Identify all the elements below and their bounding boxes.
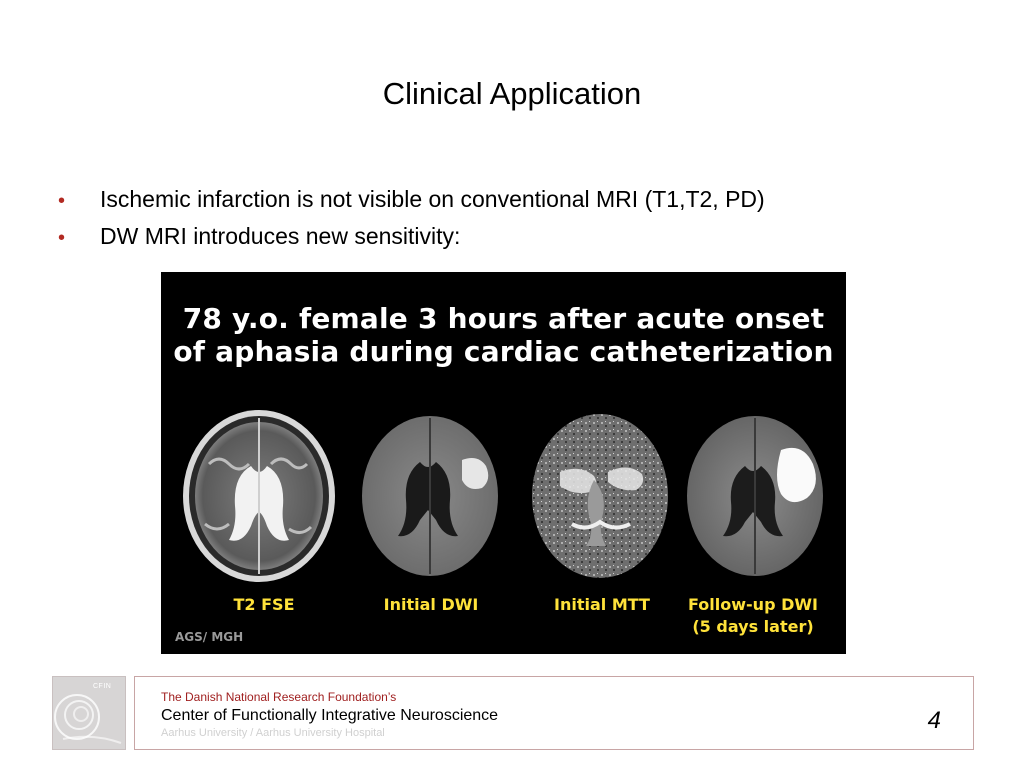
foundation-name: The Danish National Research Foundation’… <box>161 690 397 704</box>
initial-dwi-scan-image <box>350 404 510 584</box>
bullet-item: • DW MRI introduces new sensitivity: <box>58 223 765 260</box>
initial-dwi-label: Initial DWI <box>383 595 479 614</box>
logo-label: CFIN <box>93 683 112 690</box>
bullet-item: • Ischemic infarction is not visible on … <box>58 186 765 223</box>
university-name: Aarhus University / Aarhus University Ho… <box>161 727 385 739</box>
initial-mtt-label: Initial MTT <box>554 595 650 614</box>
initial-mtt-scan-image <box>520 404 680 584</box>
mri-figure: 78 y.o. female 3 hours after acute onset… <box>161 272 846 654</box>
footer-banner: The Danish National Research Foundation’… <box>134 676 974 750</box>
cfin-logo: CFIN <box>52 676 126 750</box>
figure-title: 78 y.o. female 3 hours after acute onset… <box>161 302 846 368</box>
t2-fse-scan-image <box>179 404 339 584</box>
nautilus-shell-icon <box>54 694 122 744</box>
center-name: Center of Functionally Integrative Neuro… <box>161 707 499 724</box>
bullet-list: • Ischemic infarction is not visible on … <box>58 186 765 260</box>
figure-title-line2: of aphasia during cardiac catheterizatio… <box>173 335 834 368</box>
bullet-icon: • <box>58 190 66 212</box>
follow-up-dwi-label: Follow-up DWI (5 days later) <box>668 594 838 638</box>
bullet-icon: • <box>58 227 66 249</box>
follow-up-dwi-scan-image <box>675 404 835 584</box>
bullet-text: Ischemic infarction is not visible on co… <box>100 186 765 212</box>
follow-up-dwi-label-line1: Follow-up DWI <box>688 595 818 614</box>
page-number: 4 <box>927 707 941 734</box>
slide-title: Clinical Application <box>382 76 642 111</box>
bullet-text: DW MRI introduces new sensitivity: <box>100 223 461 249</box>
follow-up-dwi-label-line2: (5 days later) <box>692 617 814 636</box>
figure-title-line1: 78 y.o. female 3 hours after acute onset <box>182 302 825 335</box>
image-credit: AGS/ MGH <box>175 630 244 644</box>
t2-fse-label: T2 FSE <box>233 595 295 614</box>
